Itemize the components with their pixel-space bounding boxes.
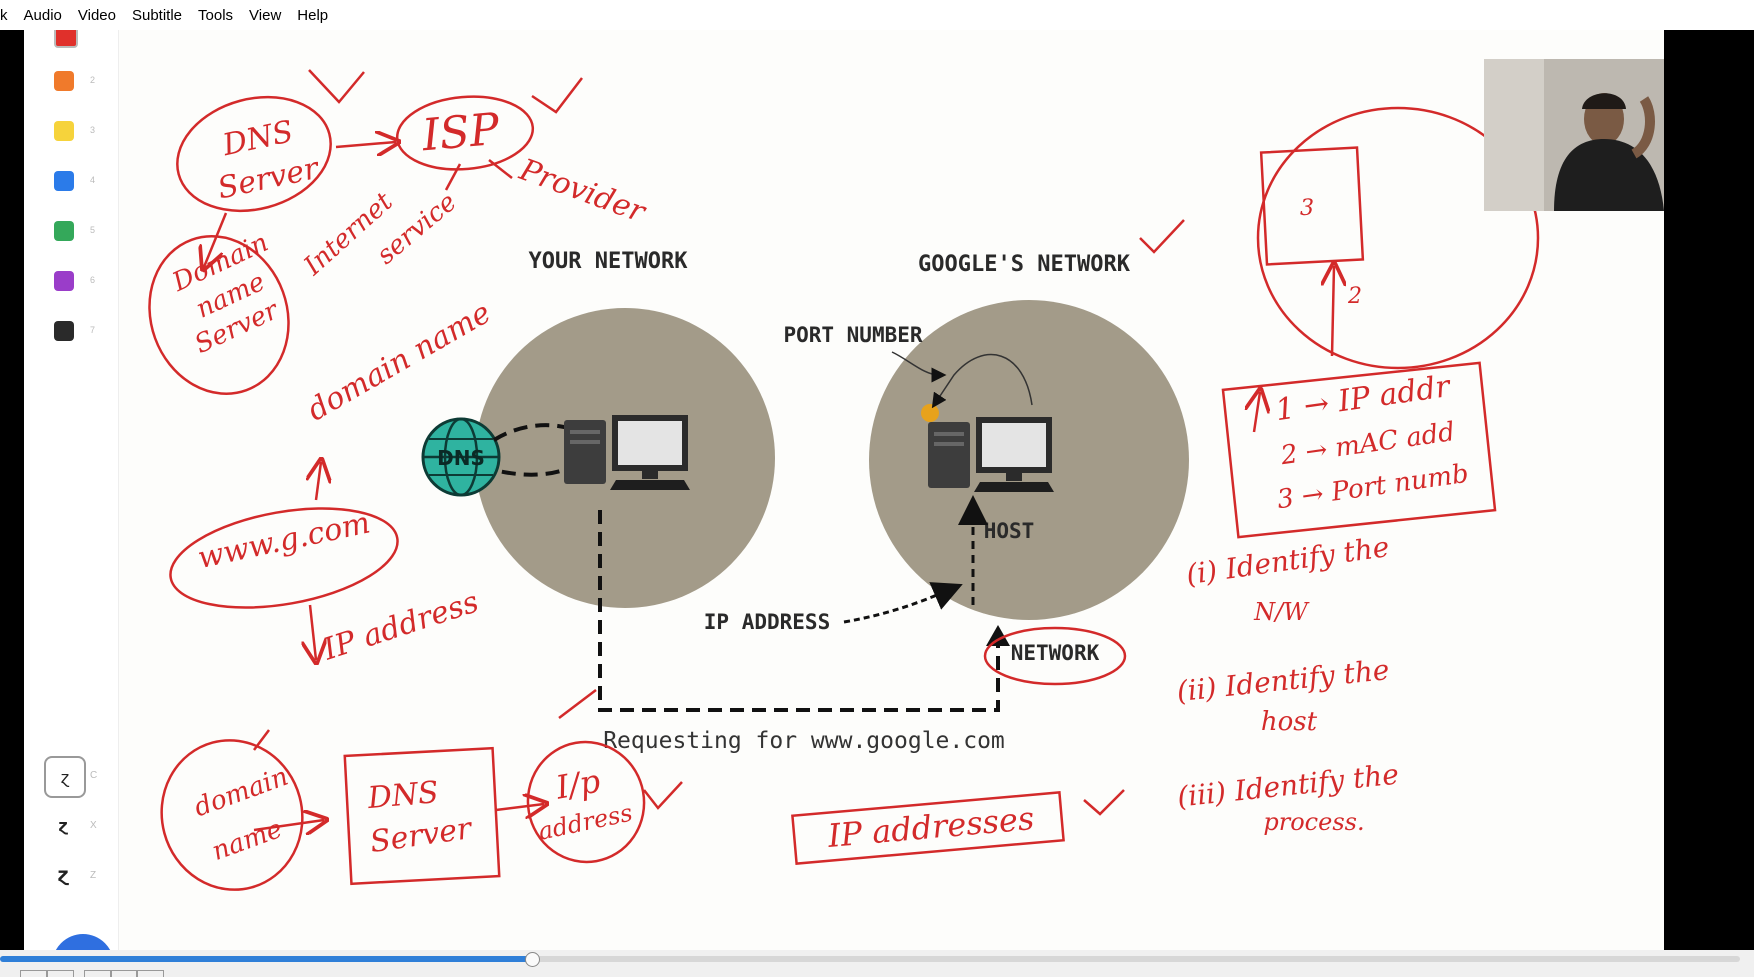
ink-www: www.g.com: [195, 505, 374, 576]
seek-handle[interactable]: [525, 952, 541, 967]
ink-ip-circle-2: address: [536, 799, 635, 846]
dns-badge-label: DNS: [437, 446, 485, 470]
webcam-overlay: [1484, 59, 1664, 211]
color-swatch-orange[interactable]: [54, 71, 74, 91]
ink-identify-1: (i) Identify the: [1184, 530, 1391, 591]
color-palette: 2 3 4 5 6 7 ɀ C ɀ X ɀ Z: [24, 30, 119, 950]
seek-bar[interactable]: [0, 952, 1740, 967]
squiggle-icon: ɀ: [60, 767, 70, 787]
presenter-figure: [1484, 59, 1664, 211]
ink-identify-3: (iii) Identify the: [1176, 758, 1401, 814]
host-label: HOST: [984, 519, 1035, 543]
your-computer-icon: [564, 415, 690, 490]
ink-strokes: [148, 69, 1540, 891]
color-swatch-black[interactable]: [54, 321, 74, 341]
ink-dns-server-1: DNS: [219, 114, 297, 163]
tool-shortcut: C: [90, 770, 98, 781]
swatch-index: 3: [90, 125, 96, 135]
control-button[interactable]: [84, 970, 112, 977]
control-button[interactable]: [46, 970, 74, 977]
menu-item-truncated[interactable]: k: [0, 6, 8, 24]
menu-item-subtitle[interactable]: Subtitle: [131, 6, 183, 24]
ink-identify-3b: process.: [1263, 808, 1364, 836]
swatch-index: 6: [90, 275, 96, 285]
seek-progress: [0, 956, 533, 962]
port-number-label: PORT NUMBER: [783, 323, 922, 347]
network-label: NETWORK: [1011, 641, 1100, 665]
squiggle-icon: ɀ: [58, 815, 68, 835]
ink-provider: Provider: [514, 152, 651, 230]
video-frame: 2 3 4 5 6 7 ɀ C ɀ X ɀ Z YOUR NETWORK: [24, 30, 1664, 950]
menu-item-video[interactable]: Video: [77, 6, 116, 24]
requesting-text: Requesting for www.google.com: [603, 728, 1005, 754]
ink-ip-circle-1: I/p: [552, 762, 603, 807]
whiteboard: YOUR NETWORK GOOGLE'S NETWORK DNS: [148, 69, 1540, 891]
googles-network-label: GOOGLE'S NETWORK: [918, 252, 1131, 277]
pen-medium-tool[interactable]: ɀ: [44, 806, 82, 844]
ink-isp: ISP: [419, 104, 503, 162]
your-network-label: YOUR NETWORK: [529, 249, 689, 274]
ink-identify-2: (ii) Identify the: [1175, 653, 1391, 708]
menu-item-audio[interactable]: Audio: [23, 6, 62, 24]
ink-domain-bottom-2: name: [208, 814, 286, 867]
color-swatch-red[interactable]: [54, 30, 78, 48]
menu-item-view[interactable]: View: [249, 6, 282, 24]
control-button[interactable]: [136, 970, 164, 977]
ink-circle-2: 2: [1347, 284, 1362, 309]
control-button[interactable]: [110, 970, 138, 977]
ink-identify-1b: N/W: [1253, 598, 1310, 626]
pen-thick-tool[interactable]: ɀ: [44, 856, 82, 894]
ink-list-1: 1 → IP addr: [1273, 369, 1453, 428]
menu-bar: k Audio Video Subtitle Tools View Help: [0, 0, 1754, 30]
color-swatch-purple[interactable]: [54, 271, 74, 291]
ip-address-label: IP ADDRESS: [704, 610, 830, 634]
floating-action-button[interactable]: [52, 934, 114, 950]
ink-domain-bottom-1: domain: [190, 762, 292, 824]
tool-shortcut: Z: [90, 870, 97, 881]
google-server-icon: [928, 417, 1054, 492]
menu-item-help[interactable]: Help: [297, 6, 329, 24]
tool-shortcut: X: [90, 820, 97, 831]
dns-link-dashed: [492, 423, 597, 477]
swatch-index: 4: [90, 175, 96, 185]
color-swatch-blue[interactable]: [54, 171, 74, 191]
color-swatch-green[interactable]: [54, 221, 74, 241]
port-dot-icon: [921, 404, 939, 422]
ink-internet: Internet: [298, 186, 399, 282]
ink-dns-box-2: Server: [368, 811, 475, 860]
control-button[interactable]: [20, 970, 48, 977]
ink-ip-address: IP address: [318, 584, 483, 667]
swatch-index: 2: [90, 75, 96, 85]
menu-item-tools[interactable]: Tools: [198, 6, 234, 24]
dns-globe-icon: [421, 417, 501, 497]
ink-dns-box-1: DNS: [365, 775, 440, 816]
ink-domain-name: domain name: [302, 295, 497, 428]
squiggle-icon: ɀ: [57, 864, 69, 886]
swatch-index: 5: [90, 225, 96, 235]
request-route-dashed: [598, 510, 1000, 712]
letterbox-right: [1664, 30, 1754, 950]
pen-thin-tool[interactable]: ɀ: [44, 756, 86, 798]
ink-identify-2b: host: [1261, 707, 1318, 737]
player-controls: [0, 950, 1754, 977]
swatch-index: 7: [90, 325, 96, 335]
ink-circle-3: 3: [1300, 196, 1314, 221]
color-swatch-yellow[interactable]: [54, 121, 74, 141]
